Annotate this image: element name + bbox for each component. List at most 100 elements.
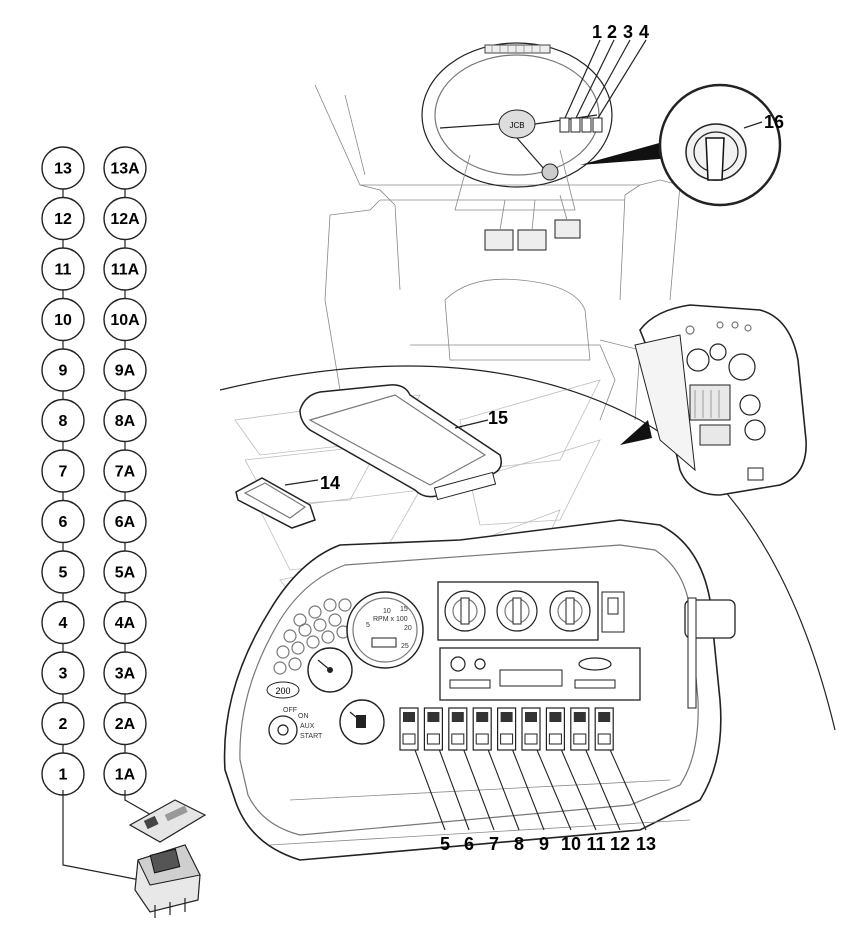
right-column-bubble-label: 4A [115,615,136,632]
left-column-bubble-label: 10 [54,312,72,329]
tach-tick-5: 5 [366,622,370,629]
dash-rocker-switch [472,707,492,751]
leader-2 [575,39,615,119]
key-start-label: START [300,733,323,740]
rotary-knob-3 [549,590,591,632]
right-column-bubble-label: 9A [115,363,136,380]
leader-line [560,749,597,831]
callout-bottom: 7 [489,834,499,854]
leader-1A-to-cap [124,790,161,821]
left-column-bubble: 3 [41,651,85,695]
left-column-bubble-label: 2 [59,716,68,733]
callout-15: 15 [488,408,508,428]
rocker-switch [134,844,201,918]
left-column-bubble: 5 [41,550,85,594]
key-aux-label: AUX [300,723,315,730]
cover-panel-15 [299,384,502,501]
temp-gauge [307,647,353,693]
callout-bottom: 12 [610,834,630,854]
right-column-bubble-label: 11A [111,262,140,279]
callout-14: 14 [320,473,340,493]
left-column-bubble-label: 1 [59,767,68,784]
left-column-bubble-label: 8 [59,413,68,430]
right-column-bubble: 5A [103,550,147,594]
left-column-bubble: 1 [41,752,85,796]
tach-unit: RPM x 100 [373,616,408,623]
leader-line [512,749,545,831]
right-column-bubble: 3A [103,651,147,695]
left-column-bubble: 4 [41,600,85,645]
leader-line [487,749,520,831]
switch-number-bubbles: 13 12 11 10 9 8 7 6 5 4 3 2 1 13A 12A 11A 10A 9A 8A 7A 6A 5A 4… [41,146,147,796]
rocker-switch-row [399,707,614,751]
right-column-bubble: 8A [103,398,147,443]
right-column-bubble: 7A [103,449,147,493]
tach-tick-25: 25 [401,643,409,650]
switch-legend-cap [128,799,207,843]
left-column-bubble-label: 7 [59,464,68,481]
right-column-bubble-label: 2A [115,716,136,733]
dash-rocker-switch [423,707,443,751]
tach-tick-10: 10 [383,608,391,615]
dash-rocker-switch [399,707,419,751]
main-dash-panel: 10 15 5 20 25 RPM x 100 200 OF [223,519,736,861]
right-column-bubble-label: 1A [115,767,136,784]
left-column-bubble: 7 [41,449,85,493]
left-column-bubble: 12 [41,196,85,241]
right-column-bubble-label: 8A [115,413,136,430]
dash-rocker-switch [448,707,468,751]
key-on-label: ON [298,713,309,720]
right-column-bubble: 10A [103,297,147,342]
left-column-bubble: 8 [41,398,85,443]
dash-rocker-switch [521,707,541,751]
cover-panel-14 [235,477,319,529]
hour-meter: 200 [266,681,300,699]
dash-rocker-switch [497,707,517,751]
key-switch-inset [580,83,782,207]
leader-line [438,749,470,831]
callout-2: 2 [607,22,617,42]
callout-bottom: 11 [586,834,605,854]
left-column-bubble: 9 [41,348,85,392]
dash-rocker-switch [545,707,566,751]
left-column-bubble-label: 3 [59,666,68,683]
dash-rocker-switch [594,707,614,751]
right-column-bubble: 4A [103,600,147,645]
hour-meter-value: 200 [275,686,290,696]
tach-tick-15: 15 [400,606,408,613]
leader-1 [564,39,601,119]
leader-line [536,749,572,831]
left-column-bubble-label: 9 [59,363,68,380]
right-column-bubble-label: 12A [110,211,140,228]
left-column-bubble-label: 11 [55,262,72,279]
leader-line [585,749,621,831]
left-column-bubble: 11 [41,247,85,291]
rotary-knob-2 [496,590,538,632]
leader-4 [597,39,647,119]
side-console-inset [620,304,807,496]
right-column-bubble-label: 10A [110,312,140,329]
leader-line [414,749,446,831]
callout-bottom: 6 [464,834,474,854]
callout-bottom: 8 [514,834,524,854]
left-column-bubble: 2 [41,701,85,746]
right-column-bubble: 9A [103,348,147,392]
left-column-bubble-label: 4 [59,615,68,632]
callout-3: 3 [623,22,633,42]
rotary-knob-1 [444,590,486,632]
left-column-bubble-label: 13 [54,161,72,178]
left-column-bubble-label: 12 [54,211,72,228]
callout-bottom: 13 [636,834,656,854]
right-column-bubble-label: 13A [110,161,140,178]
right-column-bubble: 2A [103,701,147,746]
callout-1: 1 [592,22,602,42]
left-column-bubble-label: 6 [59,514,68,531]
right-column-bubble-label: 3A [115,666,136,683]
right-column-bubble-label: 7A [115,464,136,481]
tach-tick-20: 20 [404,625,412,632]
right-column-bubble: 13A [103,146,147,190]
right-column-bubble-label: 6A [115,514,136,531]
